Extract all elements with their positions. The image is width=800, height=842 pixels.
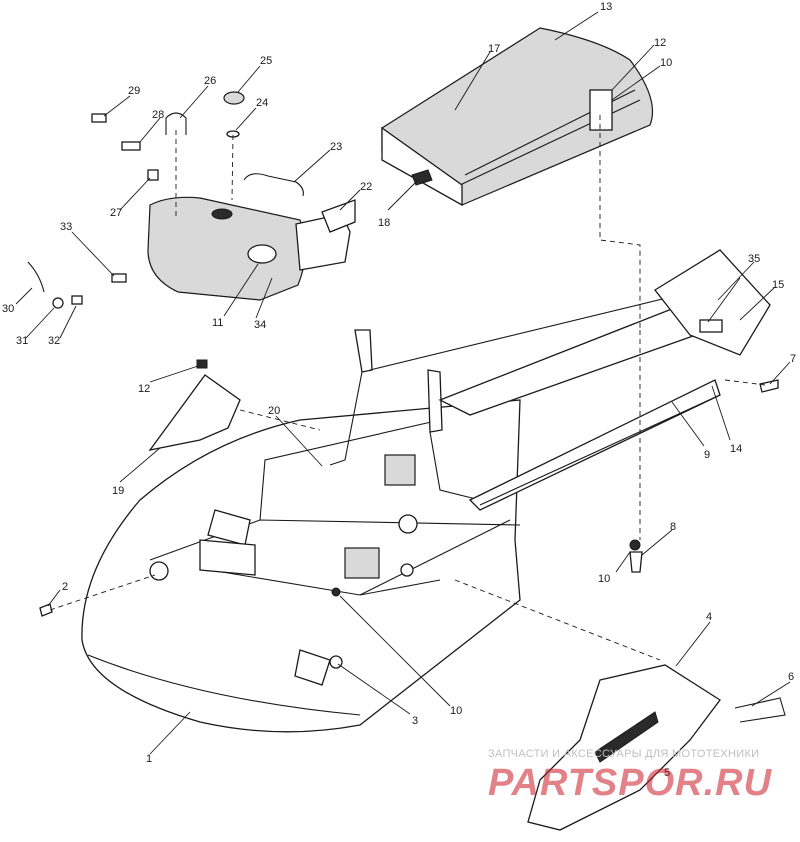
- label-9: 9: [704, 449, 710, 461]
- label-22: 23: [330, 141, 342, 153]
- watermark: ЗАПЧАСТИ И АКСЕССУАРЫ ДЛЯ МОТОТЕХНИКИ PA…: [488, 748, 788, 805]
- label-24: 25: [260, 55, 272, 67]
- label-2: 2: [62, 581, 68, 593]
- label-26: 27: [110, 207, 122, 219]
- label-25: 26: [204, 75, 216, 87]
- label-15: 15: [772, 279, 784, 291]
- label-1: 1: [146, 753, 152, 765]
- label-34: 35: [748, 253, 760, 265]
- watermark-logo: PARTSPOR.RU: [488, 762, 773, 804]
- label-8: 8: [670, 521, 676, 533]
- label-13: 10: [450, 705, 462, 717]
- label-30: 31: [16, 335, 28, 347]
- label-17: 17: [488, 43, 500, 55]
- watermark-caption: ЗАПЧАСТИ И АКСЕССУАРЫ ДЛЯ МОТОТЕХНИКИ: [488, 748, 760, 760]
- fuel-tank: [147, 196, 351, 301]
- label-4: 4: [706, 611, 712, 623]
- label-28: 29: [128, 85, 140, 97]
- label-33: 34: [254, 319, 266, 331]
- assembly-lines: [49, 115, 766, 661]
- label-16: 13: [600, 1, 612, 13]
- label-20: 20: [268, 405, 280, 417]
- frame-rails: [149, 249, 771, 686]
- label-18: 19: [112, 485, 124, 497]
- label-10-seat: 10: [660, 57, 672, 69]
- seat: [381, 27, 654, 207]
- chassis-pan: [81, 399, 521, 733]
- label-14: 14: [730, 443, 742, 455]
- part-number-labels: 13 17 12 10 26 25 24 29 28 27 23 22 33 3…: [2, 1, 796, 779]
- label-3: 3: [412, 715, 418, 727]
- label-32: 33: [60, 221, 72, 233]
- label-21: 22: [360, 181, 372, 193]
- rear-guard: [527, 664, 786, 831]
- label-12-seat: 12: [654, 37, 666, 49]
- leader-lines: [15, 11, 791, 755]
- label-23: 24: [256, 97, 268, 109]
- label-6: 6: [788, 671, 794, 683]
- label-19: 18: [378, 217, 390, 229]
- fuel-tank-fittings: [27, 91, 356, 309]
- side-panel: [148, 359, 241, 451]
- label-7: 7: [790, 353, 796, 365]
- label-29: 30: [2, 303, 14, 315]
- label-11: 11: [212, 317, 223, 329]
- label-5: 5: [664, 767, 670, 779]
- label-27: 28: [152, 109, 164, 121]
- label-10-bolt: 10: [598, 573, 610, 585]
- label-31: 32: [48, 335, 60, 347]
- label-12-panel: 12: [138, 383, 150, 395]
